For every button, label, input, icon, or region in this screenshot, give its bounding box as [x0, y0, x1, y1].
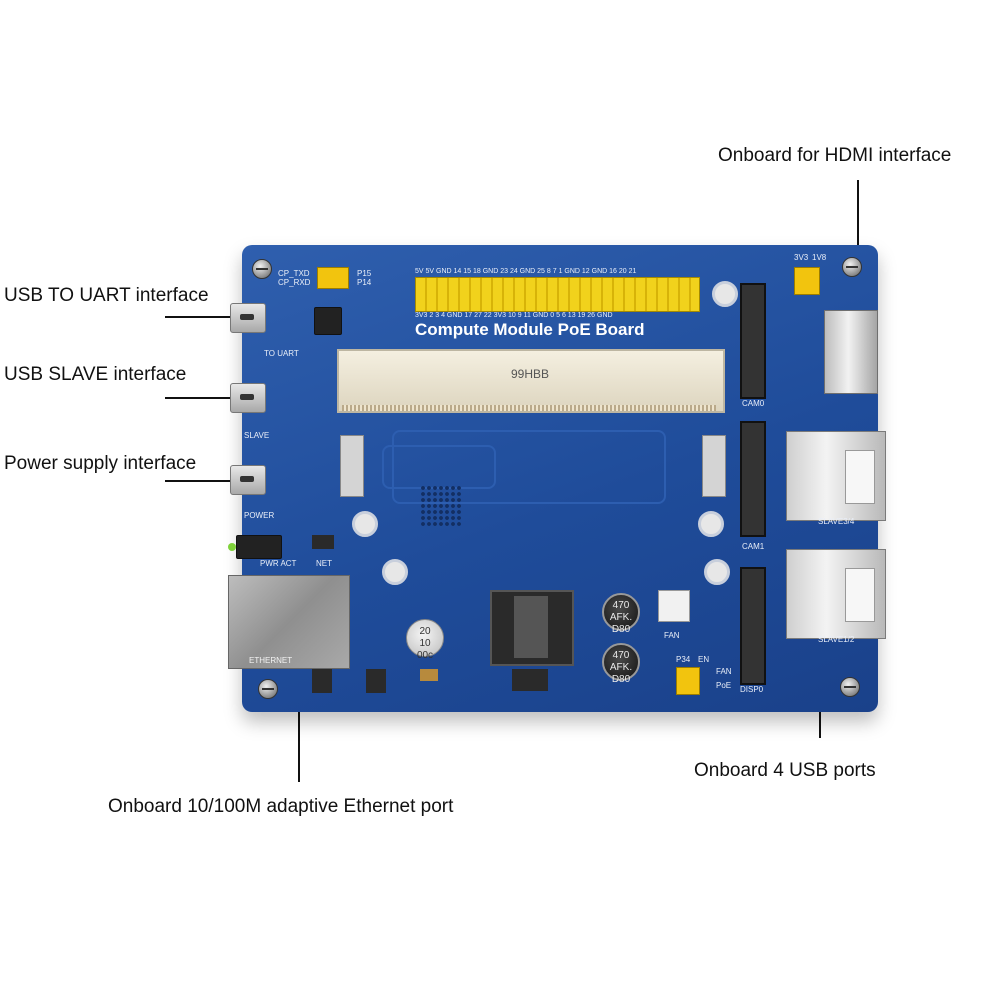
silk-ethernet: ETHERNET	[249, 656, 293, 665]
cap3-line-a: 20	[419, 626, 431, 637]
silk-en: EN	[698, 655, 710, 664]
cap3-line-c: 00c	[416, 650, 434, 661]
silk-disp0: DISP0	[740, 685, 764, 694]
poe-board: CP_TXD CP_RXD P15 P14 5V 5V GND 14 15 18…	[228, 245, 886, 712]
usb-slave-port	[230, 383, 266, 413]
cap2-line-c: D80	[611, 674, 631, 685]
cap1-line-a: 470	[612, 600, 630, 611]
mounting-hole	[712, 281, 738, 307]
status-led	[228, 543, 236, 551]
cam1-connector	[740, 421, 766, 537]
trace	[382, 445, 496, 489]
callout-power-supply: Power supply interface	[4, 453, 197, 474]
silk-fan-jumper: FAN	[716, 667, 732, 676]
silk-pwr-act: PWR ACT	[260, 559, 297, 568]
diode	[312, 669, 332, 693]
callout-usb-ports: Onboard 4 USB ports	[694, 760, 876, 781]
mounting-hole	[698, 511, 724, 537]
capacitor-small: 20 10 00c	[406, 619, 444, 661]
sodimm-rail	[342, 405, 716, 411]
silk-p34: P34	[676, 655, 691, 664]
via-array	[420, 485, 462, 527]
sodimm-latch-right	[702, 435, 726, 497]
leader-power-supply	[165, 480, 235, 482]
callout-usb-slave: USB SLAVE interface	[4, 364, 187, 385]
resistor	[420, 669, 438, 681]
mounting-screw	[842, 257, 862, 277]
cap3-line-b: 10	[419, 638, 431, 649]
gpio-header	[415, 277, 700, 312]
leader-usb-slave	[165, 397, 235, 399]
cam0-connector	[740, 283, 766, 399]
silk-net: NET	[316, 559, 332, 568]
sodimm-mark: 99HBB	[511, 367, 550, 381]
usb-port-slave12	[786, 549, 886, 639]
callout-ethernet: Onboard 10/100M adaptive Ethernet port	[108, 796, 454, 817]
sodimm-latch-left	[340, 435, 364, 497]
callout-usb-to-uart: USB TO UART interface	[4, 285, 209, 306]
mounting-screw	[258, 679, 278, 699]
mounting-screw	[252, 259, 272, 279]
mounting-hole	[704, 559, 730, 585]
cap2-line-b: AFK.	[609, 662, 633, 673]
transistor	[512, 669, 548, 691]
silk-power: POWER	[244, 511, 275, 520]
sodimm-socket: 99HBB	[337, 349, 725, 413]
fan-poe-jumper	[676, 667, 700, 695]
mounting-hole	[382, 559, 408, 585]
usb-port-slave34	[786, 431, 886, 521]
header-top-labels: 5V 5V GND 14 15 18 GND 23 24 GND 25 8 7 …	[415, 268, 637, 275]
disp0-connector	[740, 567, 766, 685]
ethernet-port: ETHERNET	[228, 575, 350, 669]
uart-jumper	[317, 267, 349, 289]
silk-cam1: CAM1	[742, 542, 765, 551]
capacitor-470-lower: 470 AFK. D80	[602, 643, 640, 685]
power-port	[230, 465, 266, 495]
silk-1v8: 1V8	[812, 253, 827, 262]
cap2-line-a: 470	[612, 650, 630, 661]
silk-3v3: 3V3	[794, 253, 809, 262]
trace	[392, 430, 666, 504]
callout-hdmi: Onboard for HDMI interface	[718, 145, 952, 166]
hdmi-port	[824, 310, 878, 394]
cap1-line-b: AFK.	[609, 612, 633, 623]
fan-connector	[658, 590, 690, 622]
silk-slave34: SLAVE3/4	[818, 517, 855, 526]
header-bottom-labels: 3V3 2 3 4 GND 17 27 22 3V3 10 9 11 GND 0…	[415, 312, 613, 319]
silk-to-uart: TO UART	[264, 349, 299, 358]
poe-transformer	[490, 590, 574, 666]
capacitor-470-upper: 470 AFK. D80	[602, 593, 640, 635]
silk-cp-txd: CP_TXD	[278, 269, 310, 278]
silk-poe: PoE	[716, 681, 732, 690]
uart-bridge-chip	[314, 307, 342, 335]
diode	[366, 669, 386, 693]
mounting-screw	[840, 677, 860, 697]
led-housing	[236, 535, 282, 559]
mounting-hole	[352, 511, 378, 537]
silk-cam0: CAM0	[742, 399, 765, 408]
cap1-line-c: D80	[611, 624, 631, 635]
silk-slave: SLAVE	[244, 431, 270, 440]
usb-uart-port	[230, 303, 266, 333]
net-led	[312, 535, 334, 549]
leader-usb-to-uart	[165, 316, 235, 318]
silk-fan: FAN	[664, 631, 680, 640]
silk-p15: P15	[357, 269, 372, 278]
silk-slave12: SLAVE1/2	[818, 635, 855, 644]
board-title: Compute Module PoE Board	[415, 320, 645, 339]
silk-cp-rxd: CP_RXD	[278, 278, 311, 287]
voltage-jumper	[794, 267, 820, 295]
silk-p14: P14	[357, 278, 372, 287]
